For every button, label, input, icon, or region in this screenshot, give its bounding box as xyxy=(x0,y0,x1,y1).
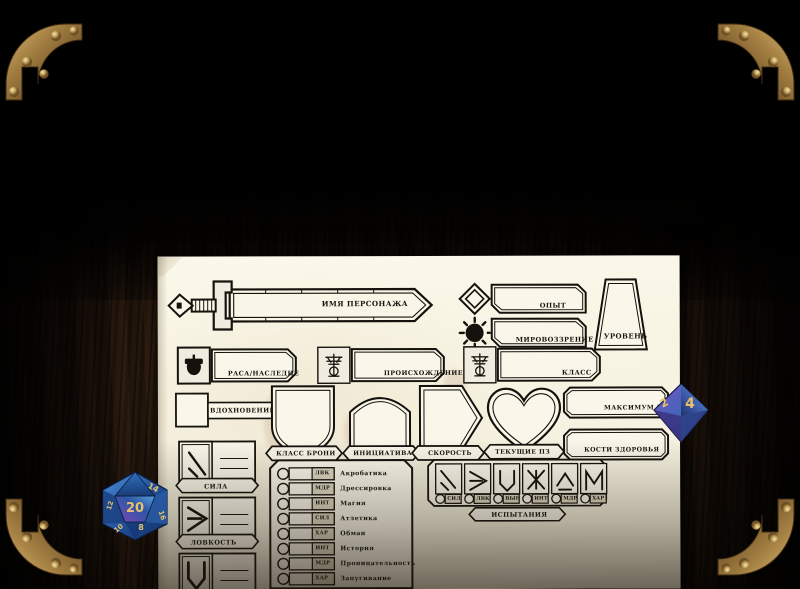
saving-throw-abbr: СИЛ xyxy=(447,495,461,502)
skill-ability-abbr: МДР xyxy=(315,485,331,492)
level-label: УРОВЕНЬ xyxy=(603,331,648,341)
skill-row[interactable]: ИНТ История xyxy=(276,541,408,556)
skill-row[interactable]: ЛВК Акробатика xyxy=(276,466,408,481)
hit-dice-label: КОСТИ ЗДОРОВЬЯ xyxy=(584,446,660,454)
saving-throw-abbr: ВЫН xyxy=(505,495,521,502)
skill-ability-abbr: СИЛ xyxy=(315,515,330,522)
svg-text:8: 8 xyxy=(138,523,144,532)
class-field[interactable]: КЛАСС xyxy=(462,346,602,384)
skill-ability-abbr: ИНТ xyxy=(315,500,330,507)
skill-ability-abbr: ХАР xyxy=(315,530,329,537)
speed-field[interactable]: СКОРОСТЬ xyxy=(410,384,486,461)
corner-bracket-top-right xyxy=(717,22,796,101)
ability-constitution[interactable]: ВЫНОСЛИВОСТЬ xyxy=(176,550,258,589)
skill-name: Дрессировка xyxy=(340,484,392,492)
saving-throw-мдр[interactable]: МДР xyxy=(550,462,579,507)
saving-throws-label: ИСПЫТАНИЯ xyxy=(491,510,548,519)
saving-throw-вын[interactable]: ВЫН xyxy=(492,463,521,507)
alignment-label: МИРОВОЗЗРЕНИЕ xyxy=(515,335,594,344)
character-sheet[interactable]: ИМЯ ПЕРСОНАЖА ОПЫТ xyxy=(157,255,681,589)
race-field[interactable]: РАСА/НАСЛЕДИЕ xyxy=(176,346,300,385)
skill-row[interactable]: ХАР Обман xyxy=(276,526,408,541)
current-hp-label: ТЕКУЩИЕ ПЗ xyxy=(495,448,551,456)
character-name-label: ИМЯ ПЕРСОНАЖА xyxy=(321,299,409,309)
saving-throw-сил[interactable]: СИЛ xyxy=(434,463,463,507)
saving-throw-boxes: СИЛ ЛВК ВЫН ИНТ МДР ХАР xyxy=(434,462,608,507)
saving-throw-abbr: ИНТ xyxy=(534,495,548,502)
speed-label: СКОРОСТЬ xyxy=(428,449,472,457)
strength-label-banner: СИЛА xyxy=(174,476,260,494)
initiative-field[interactable]: ИНИЦИАТИВА xyxy=(341,384,421,462)
level-field[interactable]: УРОВЕНЬ xyxy=(592,277,650,353)
dexterity-label-banner: ЛОВКОСТЬ xyxy=(174,532,260,550)
skill-name: Акробатика xyxy=(340,469,388,477)
die-d20[interactable]: 20 14 8 16 10 12 xyxy=(100,470,170,542)
background-field[interactable]: ПРОИСХОЖДЕНИЕ xyxy=(316,346,463,384)
saving-throw-abbr: МДР xyxy=(563,495,578,502)
skill-row[interactable]: МДР Проницательность xyxy=(276,556,416,571)
saving-throw-лвк[interactable]: ЛВК xyxy=(463,463,492,507)
ability-strength[interactable]: СИЛА xyxy=(174,438,260,494)
skill-ability-abbr: ИНТ xyxy=(315,545,330,552)
experience-field[interactable]: ОПЫТ xyxy=(458,282,588,316)
saving-throws-label-banner: ИСПЫТАНИЯ xyxy=(466,506,568,523)
saving-throws-panel[interactable]: СИЛ ЛВК ВЫН ИНТ МДР ХАР ИСПЫТАНИЯ xyxy=(426,458,608,522)
character-name-field[interactable]: ИМЯ ПЕРСОНАЖА xyxy=(167,280,440,331)
saving-throw-хар[interactable]: ХАР xyxy=(579,462,608,507)
armor-class-label: КЛАСС БРОНИ xyxy=(276,449,336,457)
svg-text:4: 4 xyxy=(685,396,695,412)
die-d8[interactable]: 4 2 xyxy=(652,382,710,444)
inspiration-label: ВДОХНОВЕНИЕ xyxy=(209,406,275,415)
svg-text:20: 20 xyxy=(126,501,144,516)
skill-name: Проницательность xyxy=(340,559,416,567)
class-label: КЛАСС xyxy=(561,368,592,377)
skill-name: Магия xyxy=(340,499,367,507)
alignment-field[interactable]: МИРОВОЗЗРЕНИЕ xyxy=(458,316,594,350)
skill-name: Обман xyxy=(340,529,366,537)
skill-row[interactable]: МДР Дрессировка xyxy=(276,481,408,496)
skill-row[interactable]: ИНТ Магия xyxy=(276,496,408,511)
initiative-label: ИНИЦИАТИВА xyxy=(353,449,413,457)
skill-row[interactable]: ХАР Запугивание xyxy=(276,571,408,586)
dexterity-label: ЛОВКОСТЬ xyxy=(190,537,237,547)
saving-throw-abbr: ЛВК xyxy=(476,495,490,502)
armor-class-field[interactable]: КЛАСС БРОНИ xyxy=(264,384,344,462)
ability-dexterity[interactable]: ЛОВКОСТЬ xyxy=(174,494,260,550)
svg-text:16: 16 xyxy=(157,510,168,522)
corner-bracket-top-left xyxy=(4,22,83,101)
experience-label: ОПЫТ xyxy=(539,301,567,310)
skill-name: Запугивание xyxy=(340,574,392,582)
paper-fold-corner xyxy=(157,256,184,277)
strength-label: СИЛА xyxy=(204,482,228,491)
saving-throw-инт[interactable]: ИНТ xyxy=(521,463,550,507)
corner-bracket-bottom-right xyxy=(717,498,796,577)
svg-text:12: 12 xyxy=(105,500,115,511)
race-label: РАСА/НАСЛЕДИЕ xyxy=(227,369,300,378)
skill-ability-abbr: ЛВК xyxy=(315,470,330,477)
saving-throw-abbr: ХАР xyxy=(592,495,605,502)
skill-row[interactable]: СИЛ Атлетика xyxy=(276,511,408,526)
current-hp-field[interactable]: ТЕКУЩИЕ ПЗ xyxy=(482,386,566,460)
skill-ability-abbr: ХАР xyxy=(315,575,329,582)
skill-name: Атлетика xyxy=(340,514,378,522)
background-label: ПРОИСХОЖДЕНИЕ xyxy=(383,368,464,378)
skill-name: История xyxy=(340,544,375,552)
corner-bracket-bottom-left xyxy=(4,498,83,577)
skill-ability-abbr: МДР xyxy=(315,560,331,567)
